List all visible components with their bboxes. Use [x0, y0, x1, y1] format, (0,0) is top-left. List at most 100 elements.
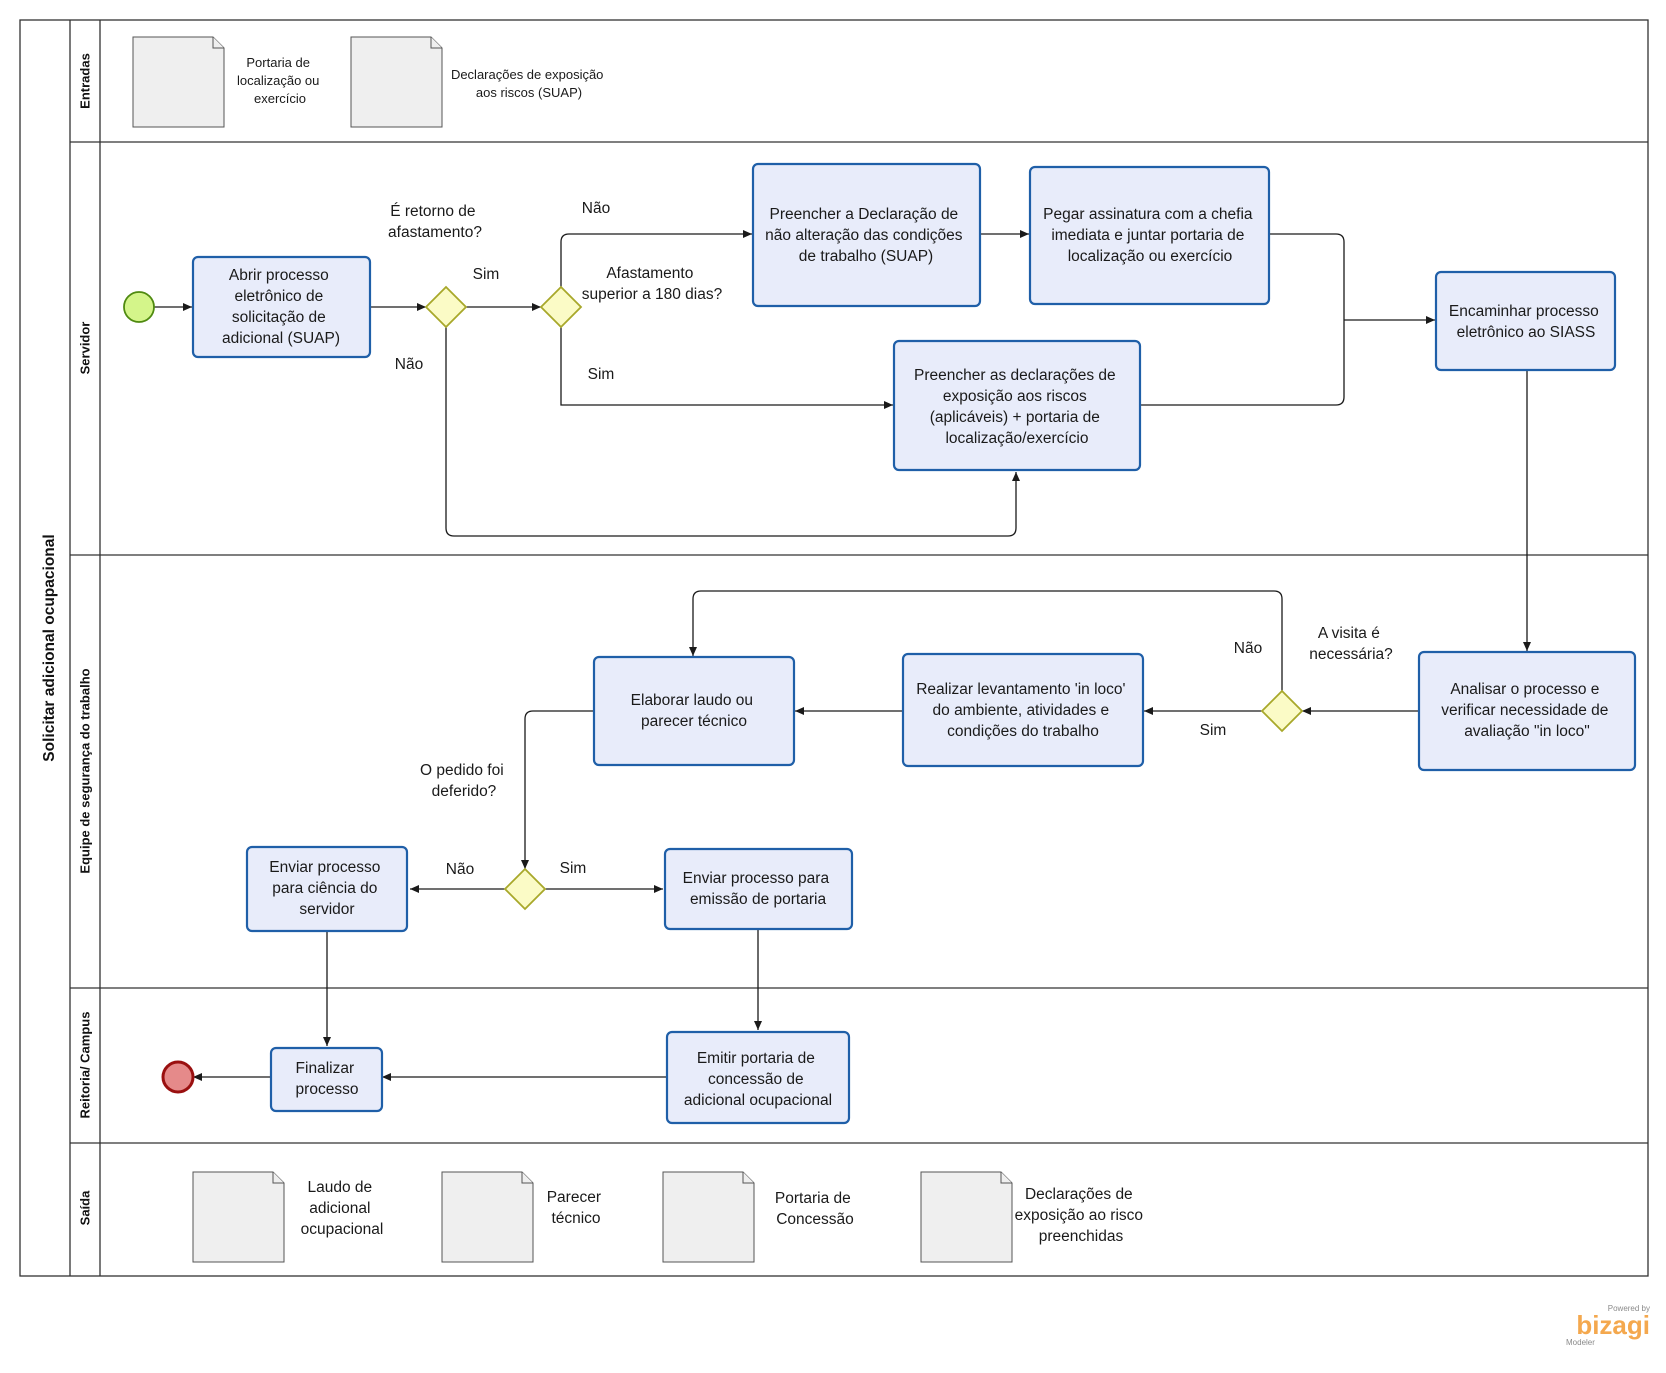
task-emitir-portaria[interactable]: Emitir portaria de concessão de adiciona…: [665, 1030, 851, 1125]
output-document-3: Portaria de Concessão: [662, 1171, 855, 1263]
label-deferido-nao: Não: [446, 861, 474, 878]
task-label: Elaborar laudo ou parecer técnico: [631, 692, 758, 730]
task-label: Abrir processo eletrônico de solicitação…: [222, 267, 340, 347]
label-afast-sim: Sim: [588, 366, 615, 383]
task-pegar-assinatura[interactable]: Pegar assinatura com a chefia imediata e…: [1028, 165, 1271, 306]
output-document-2-label: Parecer técnico: [547, 1189, 606, 1227]
document-icon: [662, 1171, 755, 1263]
lane-title-entradas: Entradas: [77, 53, 92, 109]
task-box[interactable]: [1028, 165, 1271, 306]
document-icon: [441, 1171, 534, 1263]
task-box[interactable]: [1417, 650, 1637, 772]
flow-retorno-nao: [445, 327, 1020, 537]
output-document-1-label: Laudo de adicional ocupacional: [301, 1179, 384, 1238]
document-fold: [742, 1172, 754, 1184]
task-label: Encaminhar processo eletrônico ao SIASS: [1449, 303, 1603, 341]
task-label: Realizar levantamento 'in loco' do ambie…: [916, 681, 1130, 740]
task-box[interactable]: [245, 845, 409, 933]
output-document-4-label: Declarações de exposição ao risco preenc…: [1015, 1186, 1148, 1245]
document-fold: [521, 1172, 533, 1184]
task-label: Preencher a Declaração de não alteração …: [765, 206, 967, 265]
task-box[interactable]: [901, 652, 1145, 768]
label-retorno-nao: Não: [395, 356, 423, 373]
label-retorno-sim: Sim: [473, 266, 500, 283]
task-elaborar-laudo[interactable]: Elaborar laudo ou parecer técnico: [592, 655, 796, 767]
task-box[interactable]: [663, 847, 854, 931]
task-label: Finalizar processo: [296, 1060, 359, 1098]
task-encaminhar-processo[interactable]: Encaminhar processo eletrônico ao SIASS: [1434, 270, 1617, 372]
document-icon: [192, 1171, 285, 1263]
end-event[interactable]: [161, 1060, 195, 1094]
task-finalizar-processo[interactable]: Finalizar processo: [269, 1046, 384, 1113]
gateway-diamond[interactable]: [539, 285, 583, 329]
task-box[interactable]: [665, 1030, 851, 1125]
gateway-afastamento[interactable]: Afastamento superior a 180 dias?: [539, 265, 723, 329]
gateway-diamond[interactable]: [503, 867, 547, 911]
input-document-2: Declarações de exposição aos riscos (SUA…: [350, 36, 607, 128]
input-document-2-label: Declarações de exposição aos riscos (SUA…: [451, 67, 607, 100]
gateway-question: É retorno de afastamento?: [388, 203, 482, 241]
gateway-diamond[interactable]: [1260, 689, 1304, 733]
label-afast-nao: Não: [582, 200, 610, 217]
task-box[interactable]: [592, 655, 796, 767]
sequence-flows: [154, 230, 1531, 1081]
pool-border: [19, 19, 1649, 1277]
gateway-diamond[interactable]: [424, 285, 468, 329]
task-enviar-ciencia[interactable]: Enviar processo para ciência do servidor: [245, 845, 409, 933]
lane-title-equipe: Equipe de segurança do trabalho: [77, 668, 92, 873]
task-box[interactable]: [269, 1046, 384, 1113]
lane-title-reitoria: Reitoria/ Campus: [77, 1012, 92, 1119]
task-label: Analisar o processo e verificar necessid…: [1441, 681, 1612, 740]
flow-visita-nao: [689, 590, 1283, 691]
label-visita-sim: Sim: [1200, 722, 1227, 739]
flow-afast-nao: [560, 230, 752, 287]
document-icon: [350, 36, 443, 128]
task-analisar-processo[interactable]: Analisar o processo e verificar necessid…: [1417, 650, 1637, 772]
bizagi-logo: Powered by bizagi Modeler: [1566, 1304, 1650, 1347]
flow-assinatura-merge: [1270, 233, 1345, 320]
lane-title-saida: Saída: [77, 1190, 92, 1225]
task-label: Enviar processo para emissão de portaria: [683, 870, 834, 908]
output-document-2: Parecer técnico: [441, 1171, 606, 1263]
output-document-4: Declarações de exposição ao risco preenc…: [920, 1171, 1148, 1263]
flow-declaracoes-merge: [1141, 320, 1345, 406]
task-realizar-levantamento[interactable]: Realizar levantamento 'in loco' do ambie…: [901, 652, 1145, 768]
gateway-question: Afastamento superior a 180 dias?: [582, 265, 723, 303]
task-label: Enviar processo para ciência do servidor: [269, 859, 384, 918]
task-abrir-processo[interactable]: Abrir processo eletrônico de solicitação…: [191, 255, 372, 359]
task-preencher-declaracao[interactable]: Preencher a Declaração de não alteração …: [751, 162, 982, 308]
output-document-3-label: Portaria de Concessão: [775, 1190, 855, 1228]
output-document-1: Laudo de adicional ocupacional: [192, 1171, 384, 1263]
task-enviar-portaria[interactable]: Enviar processo para emissão de portaria: [663, 847, 854, 931]
logo-name: bizagi: [1576, 1310, 1650, 1340]
gateway-deferido[interactable]: O pedido foi deferido?: [420, 762, 547, 911]
task-box[interactable]: [1434, 270, 1617, 372]
gateway-visita[interactable]: A visita é necessária?: [1260, 625, 1393, 733]
flow-afast-sim: [560, 327, 893, 409]
logo-powered-by: Powered by: [1608, 1304, 1650, 1313]
task-label: Emitir portaria de concessão de adiciona…: [684, 1050, 832, 1109]
label-visita-nao: Não: [1234, 640, 1262, 657]
document-fold: [1000, 1172, 1012, 1184]
task-preencher-declaracoes[interactable]: Preencher as declarações de exposição ao…: [892, 339, 1142, 472]
label-deferido-sim: Sim: [560, 860, 587, 877]
task-box[interactable]: [892, 339, 1142, 472]
gateway-retorno[interactable]: É retorno de afastamento?: [388, 203, 482, 329]
pool: Solicitar adicional ocupacional Entradas…: [19, 19, 1649, 1277]
flow-elaborar-deferido: [521, 710, 593, 869]
task-box[interactable]: [751, 162, 982, 308]
input-document-1: Portaria de localização ou exercício: [132, 36, 323, 128]
start-event[interactable]: [123, 291, 155, 323]
task-label: Preencher as declarações de exposição ao…: [914, 367, 1120, 447]
document-fold: [212, 37, 224, 49]
document-icon: [132, 36, 225, 128]
document-icon: [920, 1171, 1013, 1263]
flow-labels: Sim Não Não Sim Não Sim Não Sim: [395, 200, 1262, 878]
task-box[interactable]: [191, 255, 372, 359]
input-document-1-label: Portaria de localização ou exercício: [237, 55, 323, 106]
pool-title: Solicitar adicional ocupacional: [41, 534, 58, 761]
task-label: Pegar assinatura com a chefia imediata e…: [1043, 206, 1257, 265]
lane-title-servidor: Servidor: [77, 322, 92, 375]
document-fold: [430, 37, 442, 49]
